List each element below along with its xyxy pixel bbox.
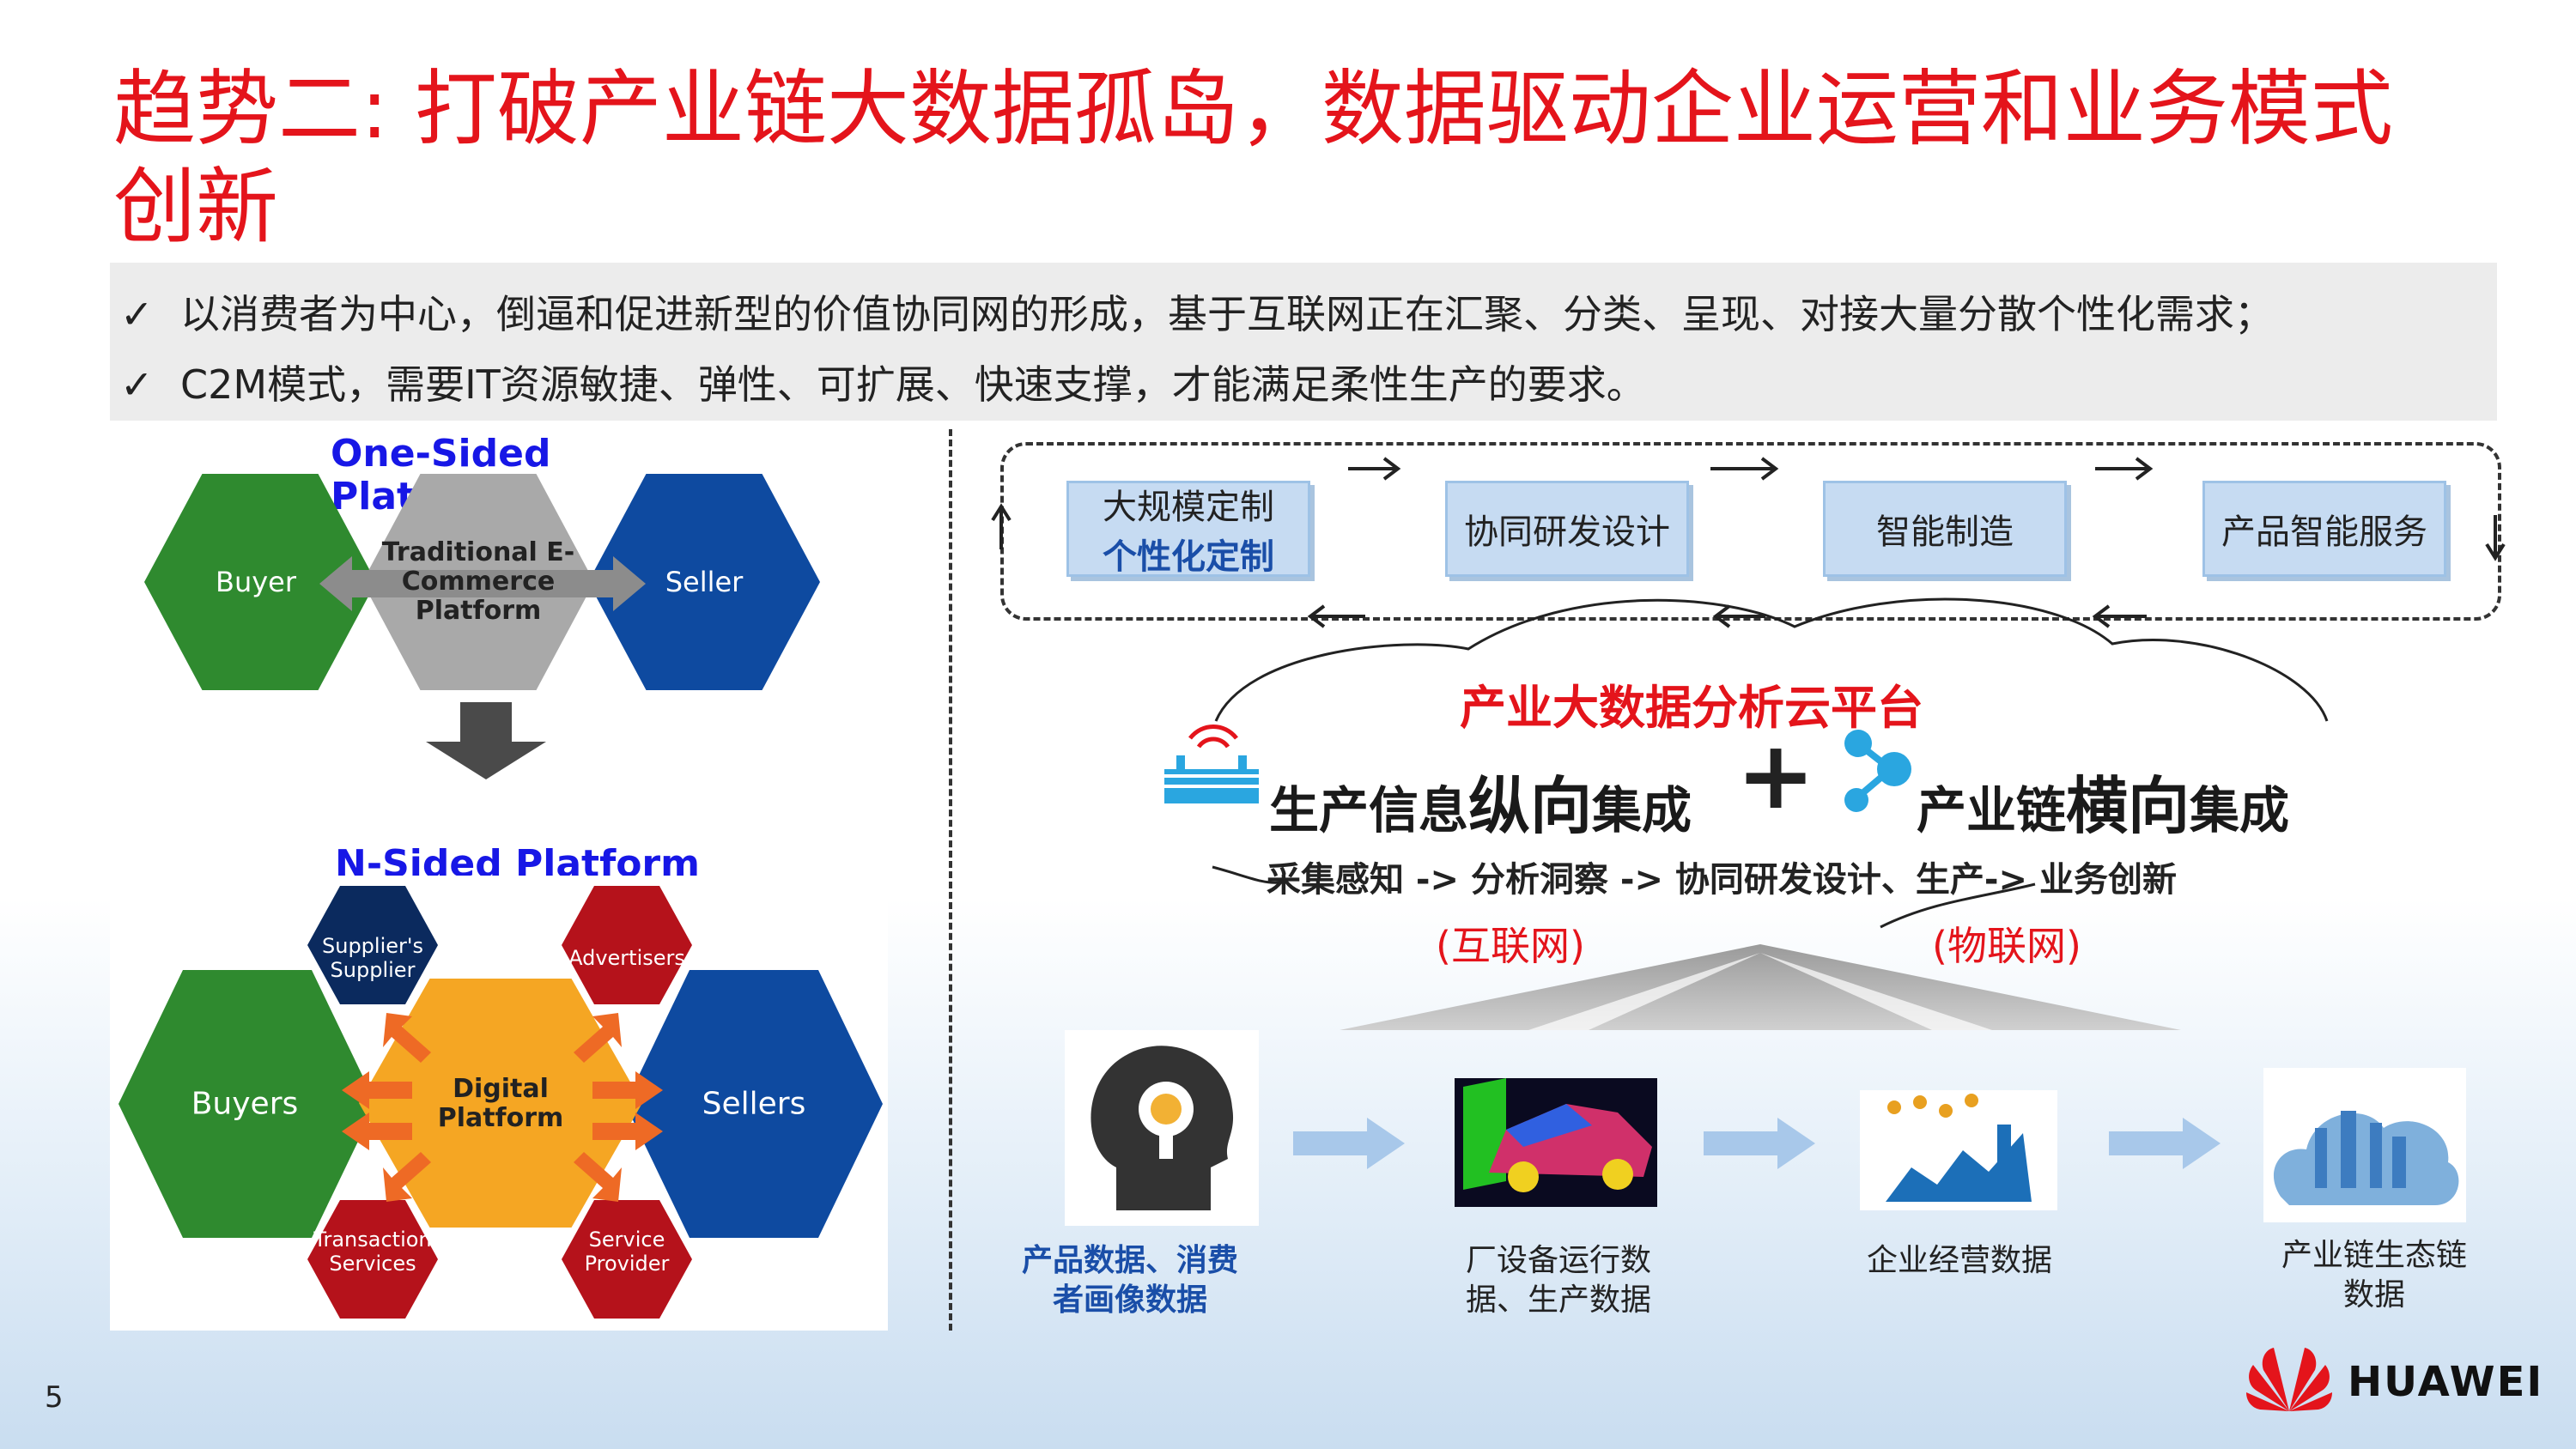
transaction-services-hex (307, 1200, 438, 1319)
brand-wordmark: HUAWEI (2348, 1358, 2544, 1406)
buyers-label: Buyers (191, 1086, 299, 1122)
source-label-consumer: 产品数据、消费者画像数据 (1021, 1243, 1238, 1318)
buyer-label: Buyer (215, 566, 297, 598)
suppliers-supplier-hex (307, 886, 438, 1004)
step-mass-customization: 大规模定制 个性化定制 (1066, 481, 1310, 577)
right-arrow-icon (1293, 1118, 1405, 1169)
city-cloud-icon (2273, 1111, 2459, 1205)
factory-wifi-icon (1164, 724, 1259, 803)
ecosystem-data-image (2263, 1068, 2466, 1222)
traditional-platform-label: Traditional E-Commerce Platform (381, 537, 575, 626)
bullet-text: 以消费者为中心，倒逼和促进新型的价值协同网的形成，基于互联网正在汇聚、分类、呈现… (180, 291, 2274, 337)
step-smart-manufacturing: 智能制造 (1823, 481, 2067, 577)
process-flow-text: 采集感知 -> 分析洞察 -> 协同研发设计、生产-> 业务创新 (1267, 860, 2177, 900)
service-provider-label: Service Provider (584, 1228, 670, 1276)
check-icon: ✓ (120, 361, 154, 408)
step-label: 大规模定制 (1103, 488, 1274, 527)
right-arrow-icon (2109, 1118, 2221, 1169)
double-arrow-icon (319, 556, 646, 611)
plus-sign: + (1736, 720, 1816, 830)
beam-graphic (1340, 944, 2181, 1030)
head-gears-icon (1091, 1046, 1234, 1210)
cloud-platform-title: 产业大数据分析云平台 (1460, 681, 1923, 735)
loop-arrows-icon (991, 457, 2506, 628)
digital-platform-label: Digital Platform (437, 1074, 564, 1133)
right-arrow-icon (1704, 1118, 1815, 1169)
step-label: 协同研发设计 (1464, 512, 1670, 552)
down-arrow-icon (426, 702, 546, 779)
consumer-data-image (1065, 1030, 1259, 1226)
car-model-icon (1463, 1078, 1652, 1192)
internet-label: (互联网) (1436, 923, 1585, 969)
seller-label: Seller (665, 566, 744, 598)
iot-label: (物联网) (1932, 923, 2081, 969)
page-title: 趋势二: 打破产业链大数据孤岛，数据驱动企业运营和业务模式 创新 (113, 60, 2518, 256)
suppliers-supplier-label: Supplier's Supplier (322, 934, 423, 982)
chain-nodes-icon (1844, 730, 1911, 812)
source-label-enterprise: 企业经营数据 (1866, 1243, 2052, 1278)
huawei-logo-icon (2246, 1348, 2332, 1411)
enterprise-data-image (1860, 1090, 2057, 1210)
bullet-item: ✓ C2M模式，需要IT资源敏捷、弹性、可扩展、快速支撑，才能满足柔性生产的要求。 (120, 359, 1646, 410)
transaction-services-label: Transaction Services (313, 1228, 432, 1276)
buyers-hex (118, 970, 376, 1238)
step-collaborative-rd: 协同研发设计 (1445, 481, 1689, 577)
check-icon: ✓ (120, 291, 154, 337)
cloud-outline-icon (1212, 597, 2329, 929)
step-smart-service: 产品智能服务 (2202, 481, 2446, 577)
bullet-item: ✓ 以消费者为中心，倒逼和促进新型的价值协同网的形成，基于互联网正在汇聚、分类、呈… (120, 288, 2274, 340)
bullet-text: C2M模式，需要IT资源敏捷、弹性、可扩展、快速支撑，才能满足柔性生产的要求。 (180, 361, 1646, 408)
vertical-integration-label: 生产信息纵向集成 (1269, 770, 1692, 842)
platform-arrows-icon (342, 1013, 663, 1202)
section-divider (949, 429, 952, 1331)
factory-money-icon (1886, 1094, 2032, 1202)
step-label: 智能制造 (1876, 512, 2014, 552)
source-label-ecosystem: 产业链生态链数据 (2281, 1238, 2467, 1313)
step-label: 产品智能服务 (2221, 512, 2427, 552)
step-sublabel: 个性化定制 (1103, 537, 1274, 577)
title-line-2: 创新 (113, 159, 278, 255)
equipment-data-image (1455, 1078, 1657, 1207)
title-line-1: 趋势二: 打破产业链大数据孤岛，数据驱动企业运营和业务模式 (113, 61, 2393, 157)
source-label-equipment: 厂设备运行数据、生产数据 (1465, 1243, 1651, 1318)
horizontal-integration-label: 产业链横向集成 (1917, 770, 2290, 842)
advertisers-label: Advertisers (568, 946, 685, 970)
bullet-box: ✓ 以消费者为中心，倒逼和促进新型的价值协同网的形成，基于互联网正在汇聚、分类、呈… (110, 263, 2497, 421)
sellers-label: Sellers (702, 1086, 806, 1122)
page-number: 5 (45, 1380, 64, 1415)
sellers-hex (625, 970, 883, 1238)
